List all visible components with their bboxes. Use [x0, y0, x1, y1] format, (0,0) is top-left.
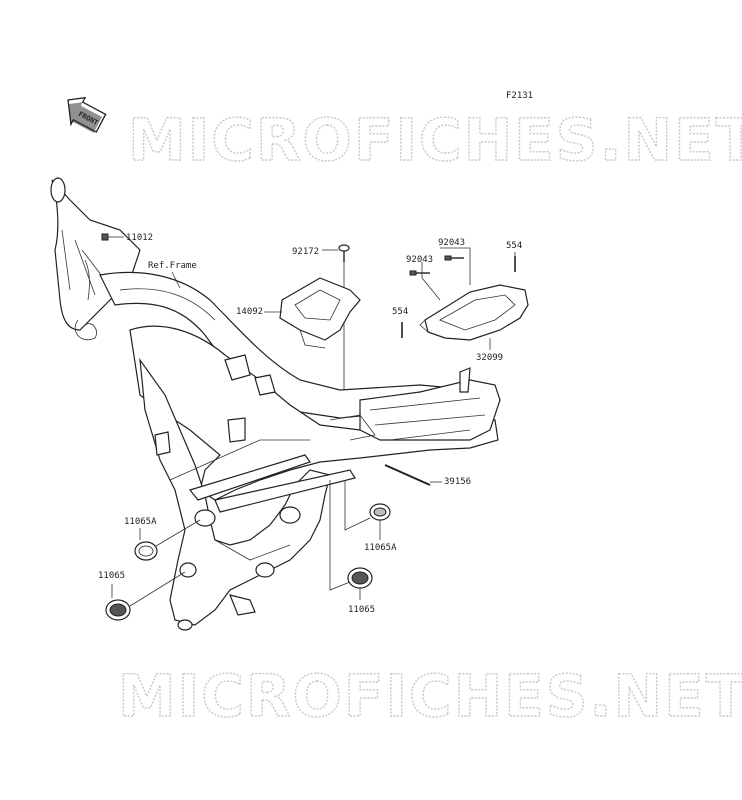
- watermark-top: MICROFICHES.NET: [128, 106, 742, 174]
- cover-14092-icon: [264, 277, 361, 349]
- screw-92172-icon: [322, 244, 350, 390]
- grommet-11065-right-icon: [329, 480, 373, 600]
- label-11065A-left: 11065A: [124, 517, 157, 527]
- grommet-11065A-right-icon: [344, 480, 391, 540]
- tray-32099-icon: [419, 284, 529, 350]
- label-92043-a: 92043: [438, 238, 465, 248]
- label-554-b: 554: [392, 307, 408, 317]
- grommet-11065A-left-icon: [134, 519, 201, 561]
- grommet-11065-left-icon: [105, 571, 186, 621]
- front-arrow-icon: FRONT: [67, 96, 107, 133]
- label-92172: 92172: [292, 247, 319, 257]
- label-39156: 39156: [444, 477, 471, 487]
- figure-code: F2131: [506, 91, 533, 101]
- bolt-92043-icon: [409, 247, 471, 301]
- motorcycle-frame: [50, 177, 501, 631]
- label-11065A-right: 11065A: [364, 543, 397, 553]
- label-11065-right: 11065: [348, 605, 375, 615]
- label-92043-b: 92043: [406, 255, 433, 265]
- label-ref-frame: Ref.Frame: [148, 261, 197, 271]
- watermark-bottom: MICROFICHES.NET: [118, 662, 742, 730]
- pin-554-icon: [401, 252, 516, 338]
- bolt-11012-icon: [101, 233, 124, 241]
- label-11065-left: 11065: [98, 571, 125, 581]
- label-11012: 11012: [126, 233, 153, 243]
- label-32099: 32099: [476, 353, 503, 363]
- label-14092: 14092: [236, 307, 263, 317]
- label-554-a: 554: [506, 241, 522, 251]
- rod-39156-icon: [384, 464, 442, 486]
